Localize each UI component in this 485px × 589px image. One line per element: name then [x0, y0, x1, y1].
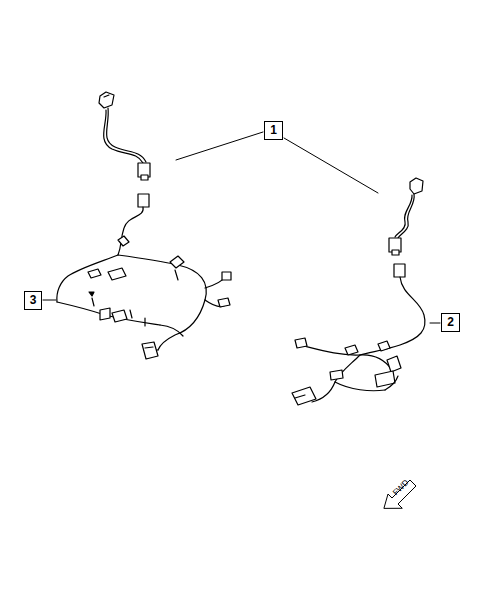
callout-number: 1 — [264, 121, 283, 140]
seat-harness-left — [57, 194, 231, 359]
leader-line — [43, 300, 56, 301]
leader-line — [284, 138, 378, 193]
sensor-harness-left — [99, 92, 150, 180]
callout-number: 2 — [441, 313, 460, 332]
leader-line — [430, 323, 440, 324]
leader-line — [176, 132, 263, 160]
callout-number: 3 — [24, 291, 42, 310]
seat-harness-right — [292, 264, 425, 405]
sensor-harness-right — [389, 178, 423, 255]
